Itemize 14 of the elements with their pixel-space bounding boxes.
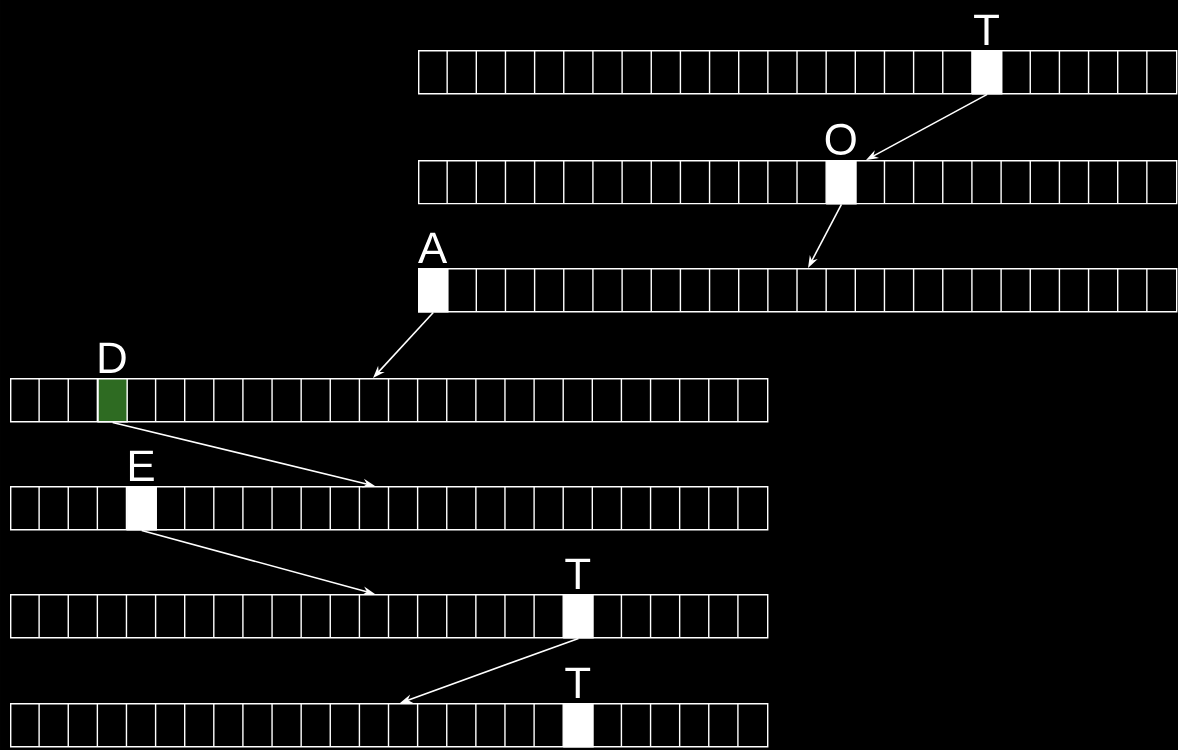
cell-array xyxy=(10,593,769,639)
arrow xyxy=(373,311,435,378)
letter-label: D xyxy=(99,342,126,373)
letter-label: T xyxy=(974,14,999,45)
cell-array xyxy=(10,377,769,423)
letter-label: O xyxy=(825,123,856,155)
cell-array xyxy=(418,49,1178,95)
cell-array xyxy=(10,702,769,748)
letter-label: T xyxy=(565,558,591,589)
cell-array xyxy=(418,159,1178,205)
letter-label: A xyxy=(418,232,448,263)
letter-label: T xyxy=(565,667,591,698)
cell-array xyxy=(10,485,769,531)
letter-label: E xyxy=(129,450,154,481)
